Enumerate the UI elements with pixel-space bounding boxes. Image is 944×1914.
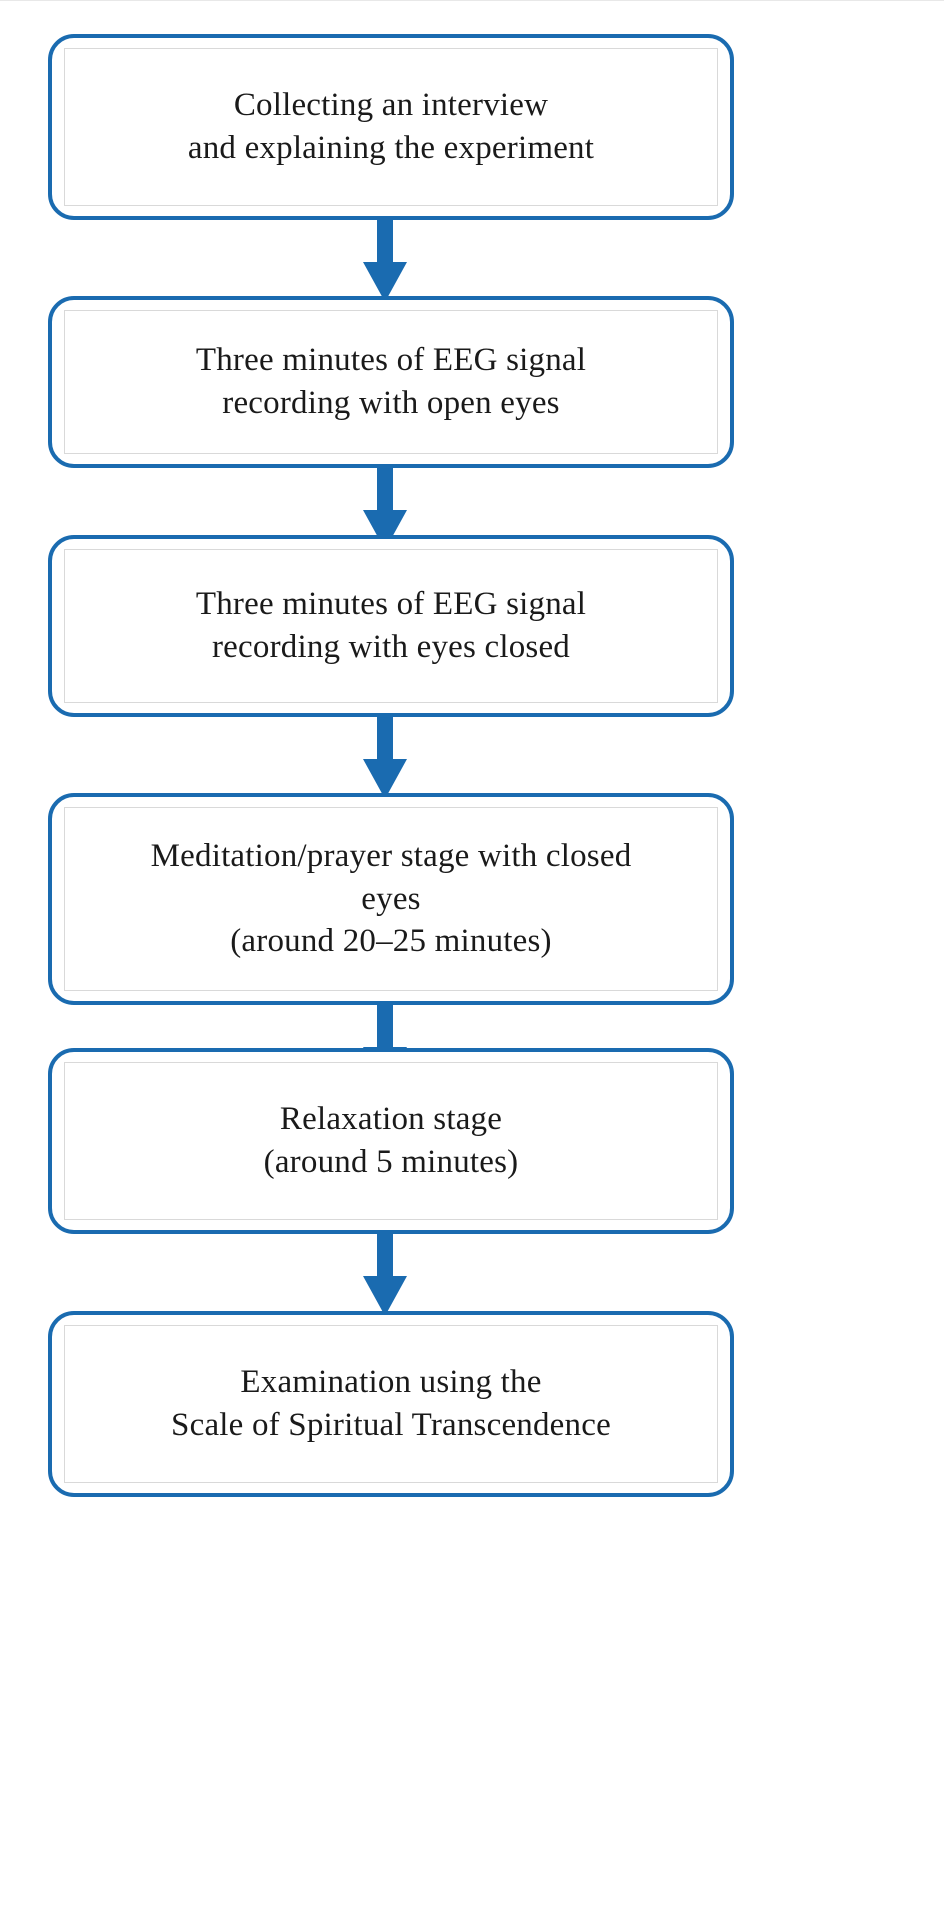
process-box-eeg-closed-eyes[interactable]: Three minutes of EEG signal recording wi… (48, 535, 734, 717)
top-divider (0, 0, 944, 1)
inner-frame: Three minutes of EEG signal recording wi… (64, 310, 718, 454)
process-box-label: Three minutes of EEG signal recording wi… (195, 342, 587, 421)
process-box-examination-sst[interactable]: Examination using the Scale of Spiritual… (48, 1311, 734, 1497)
inner-frame: Three minutes of EEG signal recording wi… (64, 549, 718, 703)
arrow-down-icon (363, 715, 407, 799)
arrow-down-icon (363, 218, 407, 302)
process-box-label: Relaxation stage (around 5 minutes) (263, 1101, 519, 1180)
process-box-label: Meditation/prayer stage with closed eyes… (150, 837, 632, 960)
process-box-eeg-open-eyes[interactable]: Three minutes of EEG signal recording wi… (48, 296, 734, 468)
arrow-connector-1 (355, 218, 415, 306)
inner-frame: Examination using the Scale of Spiritual… (64, 1325, 718, 1483)
inner-frame: Collecting an interview and explaining t… (64, 48, 718, 206)
inner-frame: Meditation/prayer stage with closed eyes… (64, 807, 718, 991)
inner-frame: Relaxation stage (around 5 minutes) (64, 1062, 718, 1220)
arrow-down-icon (363, 466, 407, 550)
process-box-label: Examination using the Scale of Spiritual… (171, 1364, 611, 1443)
process-box-label: Three minutes of EEG signal recording wi… (195, 586, 587, 665)
process-box-collecting-interview[interactable]: Collecting an interview and explaining t… (48, 34, 734, 220)
arrow-connector-3 (355, 715, 415, 803)
arrow-down-icon (363, 1232, 407, 1316)
arrow-connector-5 (355, 1232, 415, 1320)
arrow-connector-2 (355, 466, 415, 554)
process-box-label: Collecting an interview and explaining t… (187, 87, 595, 166)
process-box-meditation-prayer[interactable]: Meditation/prayer stage with closed eyes… (48, 793, 734, 1005)
process-box-relaxation-stage[interactable]: Relaxation stage (around 5 minutes) (48, 1048, 734, 1234)
